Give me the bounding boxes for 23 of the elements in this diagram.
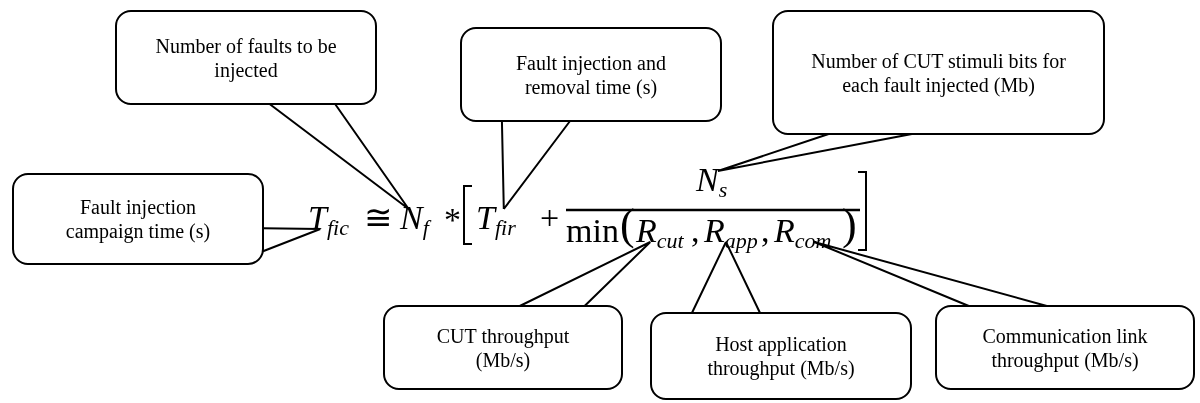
math-symbol: R$_{app}$ [704, 215, 758, 251]
callout-pointer [813, 241, 1048, 307]
callout-pointer [268, 103, 410, 210]
math-operator: + [540, 198, 560, 238]
math-operator: , [761, 211, 770, 251]
callout-pointer [500, 120, 572, 210]
callout-bubble: Communication link throughput (Mb/s) [935, 305, 1195, 390]
callout-bubble: Host application throughput (Mb/s) [650, 312, 912, 400]
callout-bubble: Number of CUT stimuli bits for each fault injected (Mb) [772, 10, 1105, 135]
callout-bubble: CUT throughput (Mb/s) [383, 305, 623, 390]
math-symbol: T$_{fir}$ [476, 202, 516, 238]
callout-pointer [690, 241, 762, 314]
math-symbol: N$_{s}$ [696, 164, 728, 200]
math-operator: min [566, 211, 619, 251]
math-symbol: R$_{cut}$ [636, 215, 684, 251]
callout-pointer [262, 227, 322, 253]
math-operator: * [444, 200, 461, 240]
callout-bubble: Number of faults to be injected [115, 10, 377, 105]
callout-bubble: Fault injection and removal time (s) [460, 27, 722, 122]
math-operator: ≅ [364, 198, 392, 238]
math-operator: , [691, 211, 700, 251]
callout-bubble: Fault injection campaign time (s) [12, 173, 264, 265]
callout-pointer [518, 241, 652, 307]
